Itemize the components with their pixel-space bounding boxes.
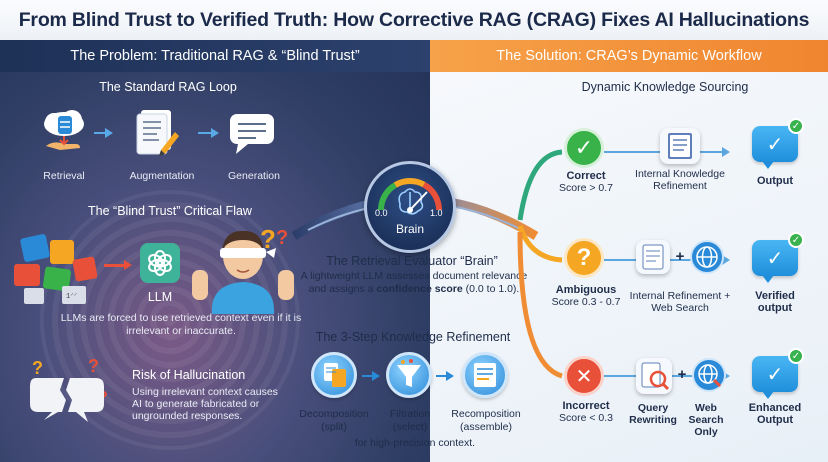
output-check-badge: ✓: [788, 118, 804, 134]
correct-check-icon: ✓: [564, 128, 604, 168]
evaluator-text-line2a: and assigns a: [308, 283, 377, 295]
solution-header-text: The Solution: CRAG’s Dynamic Workflow: [496, 48, 762, 64]
filtration-icon: [386, 352, 432, 398]
svg-text:?: ?: [32, 358, 43, 378]
svg-text:!: !: [190, 265, 191, 282]
step-arrow-2: [446, 371, 454, 381]
title-bar: From Blind Trust to Verified Truth: How …: [0, 0, 828, 40]
flaw-arrow: [124, 260, 132, 270]
evaluator-text-line2c: (0.0 to 1.0).: [462, 283, 520, 295]
gauge-min-label: 0.0: [375, 208, 388, 218]
incorrect-output: Enhanced Output: [748, 402, 802, 426]
loop-arrow-2: [211, 128, 219, 138]
internal-refinement-icon: [636, 240, 670, 274]
page-title: From Blind Trust to Verified Truth: How …: [18, 8, 810, 31]
svg-text:?: ?: [276, 227, 288, 249]
svg-text:?: ?: [88, 356, 99, 376]
web-search-globe-icon: [692, 358, 726, 392]
loop-step-retrieval: Retrieval: [43, 170, 85, 182]
incorrect-score: Score < 0.3: [559, 412, 613, 424]
puzzle-icon: 1⸍⸍: [8, 228, 102, 308]
problem-header-text: The Problem: Traditional RAG & “Blind Tr…: [70, 48, 360, 64]
correct-output: Output: [756, 175, 794, 187]
refinement-title: The 3-Step Knowledge Refinement: [315, 330, 511, 344]
incorrect-action-web-search: Web Search Only: [688, 402, 724, 438]
step-decomposition-sub: (split): [321, 421, 347, 433]
evaluator-description: A lightweight LLM assesses document rele…: [290, 270, 538, 296]
ambiguous-question-icon: ?: [564, 238, 604, 278]
llm-label: LLM: [147, 290, 173, 304]
risk-description: Using irrelevant context causes AI to ge…: [132, 386, 278, 422]
evaluator-text-line1: A lightweight LLM assesses document rele…: [300, 270, 528, 282]
incorrect-action-query-rewriting: Query Rewriting: [629, 402, 677, 426]
step-decomposition-name: Decomposition: [299, 408, 369, 420]
generation-icon: [228, 112, 276, 156]
flaw-title: The “Blind Trust” Critical Flaw: [88, 204, 252, 218]
confidence-score-emphasis: confidence score: [376, 283, 463, 295]
retrieval-icon: [40, 108, 88, 158]
correct-action: Internal Knowledge Refinement: [635, 168, 725, 192]
ambiguous-label: Ambiguous: [555, 284, 617, 296]
verified-check-badge: ✓: [788, 232, 804, 248]
svg-text:1⸍⸍: 1⸍⸍: [66, 293, 78, 301]
problem-header: The Problem: Traditional RAG & “Blind Tr…: [0, 40, 430, 72]
recomposition-icon: [462, 352, 508, 398]
step-filtration-sub: (select): [392, 421, 428, 433]
ambiguous-output: Verified output: [755, 290, 795, 314]
refinement-note: for high-precision context.: [354, 437, 476, 449]
decomposition-icon: [311, 352, 357, 398]
broken-speech-icon: ? ? ?: [24, 356, 112, 428]
brain-label: Brain: [395, 222, 424, 236]
correct-label: Correct: [566, 170, 606, 182]
gauge-max-label: 1.0: [430, 208, 443, 218]
risk-title: Risk of Hallucination: [132, 368, 246, 382]
knowledge-book-icon: [660, 128, 700, 164]
query-rewrite-icon: [636, 358, 672, 394]
globe-icon: [690, 240, 724, 274]
step-arrow-1: [372, 371, 380, 381]
svg-text:?: ?: [260, 224, 276, 254]
incorrect-plus: +: [677, 366, 687, 383]
augmentation-icon: [135, 106, 181, 160]
incorrect-cross-icon: ✕: [564, 356, 604, 396]
enhanced-check-badge: ✓: [788, 348, 804, 364]
flaw-description: LLMs are forced to use retrieved context…: [60, 312, 302, 337]
correct-score: Score > 0.7: [559, 182, 613, 194]
sourcing-title: Dynamic Knowledge Sourcing: [581, 80, 749, 94]
loop-step-generation: Generation: [228, 170, 280, 182]
ambiguous-score: Score 0.3 - 0.7: [551, 296, 621, 308]
step-filtration-name: Filtration: [389, 408, 431, 420]
incorrect-label: Incorrect: [562, 400, 610, 412]
loop-arrow-1: [105, 128, 113, 138]
loop-step-augmentation: Augmentation: [129, 170, 195, 182]
step-recomposition-name: Recomposition: [451, 408, 521, 420]
blindfolded-person-icon: ? ? !: [186, 222, 296, 314]
ambiguous-action: Internal Refinement + Web Search: [629, 290, 731, 314]
evaluator-title: The Retrieval Evaluator “Brain”: [326, 254, 498, 268]
llm-icon: [140, 243, 180, 283]
solution-header: The Solution: CRAG’s Dynamic Workflow: [430, 40, 828, 72]
brain-gauge: [364, 161, 456, 253]
ambiguous-plus: +: [675, 248, 685, 265]
rag-loop-title: The Standard RAG Loop: [99, 80, 237, 94]
step-recomposition-sub: (assemble): [460, 421, 512, 433]
